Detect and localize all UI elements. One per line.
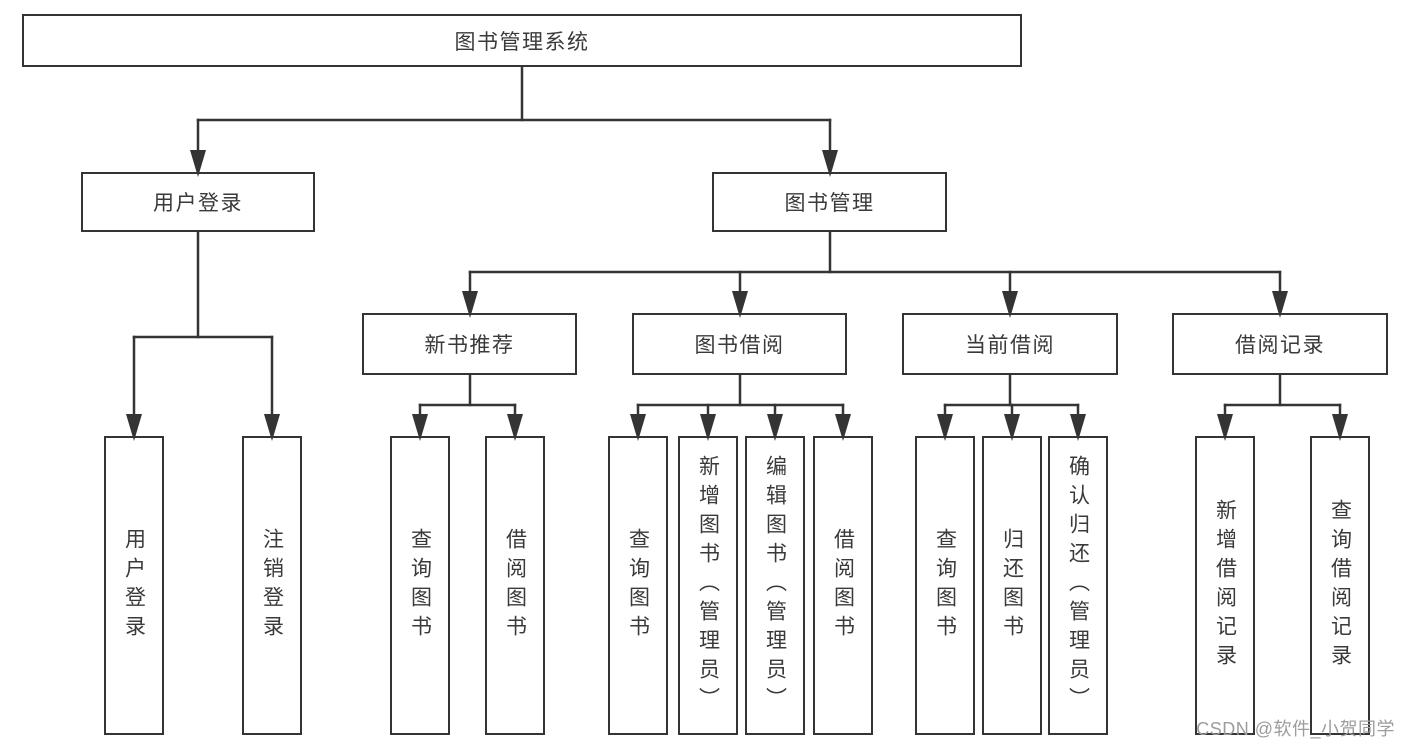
leaf-recommend-borrow-book-label: 借阅图书: [503, 527, 527, 644]
leaf-add-book-admin-label: 新增图书（管理员）: [696, 455, 720, 716]
leaf-add-borrow-record: 新增借阅记录: [1195, 436, 1255, 735]
node-root: 图书管理系统: [22, 14, 1022, 67]
node-current-borrow: 当前借阅: [902, 313, 1118, 375]
leaf-current-query-book: 查询图书: [915, 436, 975, 735]
node-book-borrow: 图书借阅: [632, 313, 847, 375]
leaf-add-borrow-record-label: 新增借阅记录: [1213, 498, 1237, 673]
leaf-user-login: 用户登录: [104, 436, 164, 735]
node-user-login-label: 用户登录: [153, 192, 243, 215]
leaf-logout-label: 注销登录: [260, 527, 284, 644]
node-borrow-records-label: 借阅记录: [1235, 334, 1325, 357]
leaf-return-book-label: 归还图书: [1000, 527, 1024, 644]
node-book-management: 图书管理: [712, 172, 947, 232]
leaf-user-login-label: 用户登录: [122, 527, 146, 644]
leaf-borrow-query-book-label: 查询图书: [626, 527, 650, 644]
node-new-book-recommend-label: 新书推荐: [424, 334, 515, 357]
leaf-current-query-book-label: 查询图书: [933, 527, 957, 644]
leaf-confirm-return-admin: 确认归还（管理员）: [1048, 436, 1108, 735]
watermark: CSDN @软件_小贺同学: [1196, 719, 1395, 739]
leaf-edit-book-admin: 编辑图书（管理员）: [745, 436, 805, 735]
node-book-borrow-label: 图书借阅: [694, 334, 785, 357]
node-book-management-label: 图书管理: [784, 192, 875, 215]
leaf-add-book-admin: 新增图书（管理员）: [678, 436, 738, 735]
node-current-borrow-label: 当前借阅: [965, 334, 1055, 357]
leaf-edit-book-admin-label: 编辑图书（管理员）: [763, 455, 787, 716]
node-root-label: 图书管理系统: [454, 30, 590, 54]
leaf-return-book: 归还图书: [982, 436, 1042, 735]
leaf-borrow-book: 借阅图书: [813, 436, 873, 735]
leaf-query-borrow-record: 查询借阅记录: [1310, 436, 1370, 735]
leaf-query-borrow-record-label: 查询借阅记录: [1328, 498, 1352, 673]
leaf-logout: 注销登录: [242, 436, 302, 735]
leaf-borrow-book-label: 借阅图书: [831, 527, 855, 644]
leaf-recommend-borrow-book: 借阅图书: [485, 436, 545, 735]
node-borrow-records: 借阅记录: [1172, 313, 1388, 375]
node-user-login: 用户登录: [81, 172, 315, 232]
leaf-confirm-return-admin-label: 确认归还（管理员）: [1066, 455, 1090, 716]
leaf-recommend-query-book-label: 查询图书: [408, 527, 432, 644]
node-new-book-recommend: 新书推荐: [362, 313, 577, 375]
leaf-recommend-query-book: 查询图书: [390, 436, 450, 735]
leaf-borrow-query-book: 查询图书: [608, 436, 668, 735]
